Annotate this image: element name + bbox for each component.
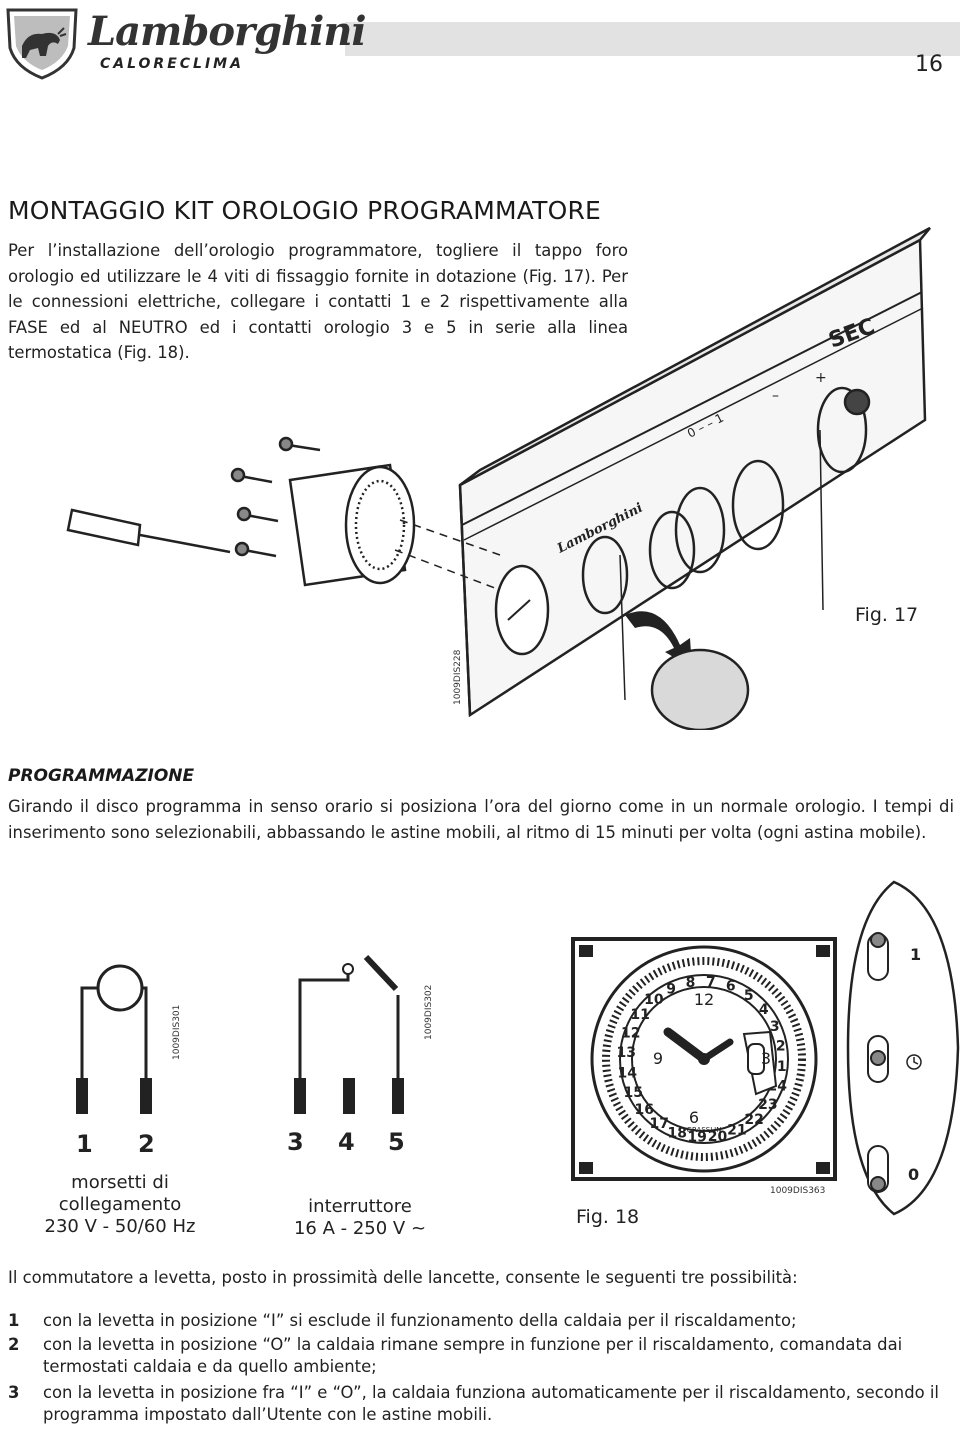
terminals-a-caption: morsetti di collegamento 230 V - 50/60 H… [44, 1172, 196, 1237]
option-item-2: 2 con la levetta in posizione “O” la cal… [8, 1334, 954, 1378]
fig17-illustration: SEC Lamborghini 0 – – 1 + – [66, 226, 931, 730]
clock-hour-3: 3 [761, 1049, 771, 1068]
clock-module [288, 463, 416, 587]
dial-number: 17 [649, 1116, 668, 1132]
clock-code: 1009DIS363 [770, 1186, 826, 1196]
dial-number: 19 [687, 1130, 706, 1146]
dial-number: 8 [686, 975, 696, 991]
dial-number: 23 [758, 1097, 777, 1113]
dial-number: 7 [706, 974, 716, 990]
programmazione-title: PROGRAMMAZIONE [8, 766, 195, 786]
dial-number: 20 [708, 1129, 728, 1145]
terminal-number-3: 3 [287, 1128, 304, 1156]
dial-number: 5 [744, 988, 754, 1004]
screwdriver-icon [66, 508, 231, 554]
option-number: 3 [8, 1383, 20, 1402]
fig17-code: 1009DIS228 [453, 649, 463, 705]
option-number: 1 [8, 1311, 20, 1330]
plus-sign: + [815, 370, 827, 386]
intro-paragraph: Per l’installazione dell’orologio progra… [8, 241, 628, 362]
hour-hand [663, 1027, 709, 1064]
dial-number: 16 [634, 1102, 653, 1118]
terminal-diagram-a [76, 964, 152, 1114]
terminals-b-caption: interruttore 16 A - 250 V ~ [293, 1196, 427, 1239]
option-text: con la levetta in posizione “O” la calda… [43, 1335, 903, 1376]
header-band [345, 22, 960, 56]
dial-number: 18 [668, 1125, 687, 1141]
dial-number: 11 [630, 1007, 649, 1023]
dial-number: 9 [666, 981, 676, 997]
brand-subtitle: CALORECLIMA [100, 56, 244, 72]
toggle-switch-plate: 1 0 [846, 880, 960, 1216]
removal-arrow-icon [625, 611, 692, 668]
terminal-number-1: 1 [76, 1130, 93, 1158]
options-intro: Il commutatore a levetta, posto in pross… [8, 1268, 798, 1287]
knob-openings [581, 386, 871, 615]
blanking-cap [650, 648, 750, 730]
dial-number: 10 [644, 992, 664, 1008]
minus-sign: – [772, 388, 779, 404]
switch-position-1: 1 [910, 945, 921, 964]
switch-position-0: 0 [908, 1165, 919, 1184]
option-text: con la levetta in posizione “I” si esclu… [43, 1311, 797, 1330]
dial-number: 3 [770, 1019, 780, 1035]
brand-name: Lamborghini [88, 8, 367, 55]
clock-hour-9: 9 [653, 1049, 663, 1068]
brand-logo: Lamborghini CALORECLIMA [2, 4, 367, 84]
fig17-caption: Fig. 17 [855, 604, 919, 626]
dial-number: 12 [621, 1025, 640, 1041]
dial-number: 22 [744, 1112, 763, 1128]
clock-hour-6: 6 [689, 1108, 699, 1127]
terminal-number-2: 2 [138, 1130, 155, 1158]
fixing-screws [230, 436, 321, 558]
option-item-1: 1 con la levetta in posizione “I” si esc… [8, 1310, 954, 1332]
terminals-a-code: 1009DIS301 [172, 1004, 182, 1060]
dial-number: 4 [759, 1002, 769, 1018]
option-text: con la levetta in posizione fra “I” e “O… [43, 1383, 939, 1424]
section-title: MONTAGGIO KIT OROLOGIO PROGRAMMATORE [8, 196, 602, 225]
terminals-b-code: 1009DIS302 [424, 984, 434, 1040]
dial-number: 15 [624, 1085, 643, 1101]
option-item-3: 3 con la levetta in posizione fra “I” e … [8, 1382, 954, 1426]
terminal-number-4: 4 [338, 1128, 355, 1156]
bull-shield-icon [6, 8, 78, 80]
page-number: 16 [915, 52, 943, 77]
dial-number: 21 [727, 1123, 746, 1139]
programmazione-text: Girando il disco programma in senso orar… [8, 797, 954, 842]
dial-number: 6 [726, 979, 736, 995]
clock-maker: GRASSLIN [687, 1126, 722, 1134]
dial-number: 14 [617, 1066, 637, 1082]
option-number: 2 [8, 1335, 20, 1354]
fig18-caption: Fig. 18 [576, 1206, 640, 1228]
boiler-control-panel [458, 226, 931, 718]
dial-number: 2 [776, 1039, 786, 1055]
dial-number: 1 [777, 1059, 787, 1075]
terminal-number-5: 5 [388, 1128, 405, 1156]
thermometer-gauge [494, 564, 550, 656]
dial-number: 13 [617, 1045, 636, 1061]
clock-hour-12: 12 [694, 990, 714, 1009]
terminal-diagram-b [294, 954, 404, 1114]
